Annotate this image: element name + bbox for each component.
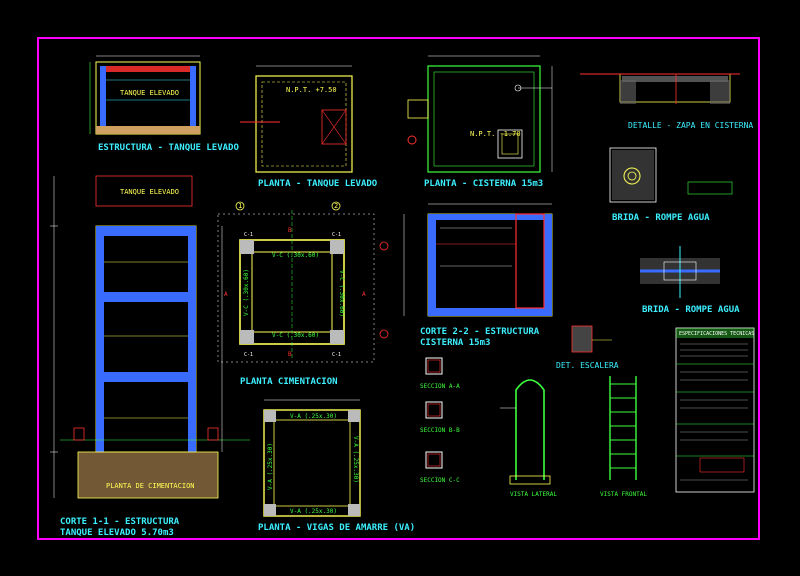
title-planta-vigas: PLANTA - VIGAS DE AMARRE (VA) [258,523,415,533]
corte-11-section [50,175,250,499]
planta-tanque-plan [240,65,353,173]
title-estructura-tanque: ESTRUCTURA - TANQUE LEVADO [98,143,239,153]
estructura-tanque-detail [89,55,201,135]
planta-cisterna-plan [407,55,553,173]
column-tag-4: C-1 [332,352,341,358]
beam-va-right: V-A (.25x.30) [352,436,359,483]
beam-vc-right: V-C (.30x.60) [338,270,345,317]
beam-va-bottom: V-A (.25x.30) [290,508,337,515]
especificaciones-table [675,327,755,493]
seccion-cc [425,451,443,469]
table-header: ESPECIFICACIONES TECNICAS [679,331,754,337]
beam-va-top: V-A (.25x.30) [290,413,337,420]
npt-tanque: N.P.T. +7.50 [286,86,337,94]
tanque-section-label: TANQUE ELEVADO [120,188,179,196]
title-detalle-zapa: DETALLE - ZAPA EN CISTERNA [628,121,753,130]
planta-vigas-plan [263,399,361,517]
title-det-escalera: DET. ESCALERA [556,361,619,370]
title-vista-frontal: VISTA FRONTAL [600,491,647,498]
title-planta-cisterna: PLANTA - CISTERNA 15m3 [424,179,543,189]
detalle-zapa [580,73,740,104]
escalera-detail [571,325,612,353]
seccion-bb [425,401,443,419]
title-corte-22-line1: CORTE 2-2 - ESTRUCTURA [420,327,540,337]
axis-letter-a-right: A [362,291,366,298]
drawing-frame [37,37,760,540]
vista-lateral-drawing [500,379,551,485]
axis-letter-b-top: B [288,227,292,234]
title-rompe-agua-1: BRIDA - ROMPE AGUA [612,213,710,223]
axis-number-2: 2 [334,202,338,210]
column-tag-3: C-1 [244,352,253,358]
beam-va-left: V-A (.25x.30) [267,443,274,490]
title-seccion-aa: SECCION A-A [420,383,460,390]
column-tag-2: C-1 [332,232,341,238]
title-seccion-bb: SECCION B-B [420,427,460,434]
title-corte-11-line1: CORTE 1-1 - ESTRUCTURA [60,517,180,527]
vista-frontal-ladder [609,376,637,480]
beam-vc-left: V-C (.30x.60) [243,269,250,316]
rompe-agua-detail-1 [609,147,733,203]
tanque-inner-label: TANQUE ELEVADO [120,89,179,97]
axis-letter-a-left: A [224,291,228,298]
seccion-aa [425,357,443,375]
beam-vc-top: V-C (.30x.60) [272,252,319,259]
axis-letter-b-bottom: B [288,351,292,358]
title-rompe-agua-2: BRIDA - ROMPE AGUA [642,305,740,315]
axis-number-1: 1 [238,202,242,210]
title-planta-tanque: PLANTA - TANQUE LEVADO [258,179,378,189]
title-corte-22-line2: CISTERNA 15m3 [420,338,490,348]
title-seccion-cc: SECCION C-C [420,477,460,484]
title-vista-lateral: VISTA LATERAL [510,491,557,498]
column-tag-1: C-1 [244,232,253,238]
title-corte-11-line2: TANQUE ELEVADO 5.70m3 [60,528,174,538]
npt-cisterna: N.P.T. -1.70 [470,130,521,138]
planta-cimentacion-plan [217,201,389,363]
rompe-agua-detail-2 [640,246,720,298]
corte-22-section [403,203,553,317]
beam-vc-bottom: V-C (.30x.60) [272,332,319,339]
planta-cimentacion-inner-label: PLANTA DE CIMENTACION [106,482,195,490]
title-planta-cimentacion: PLANTA CIMENTACION [240,377,338,387]
